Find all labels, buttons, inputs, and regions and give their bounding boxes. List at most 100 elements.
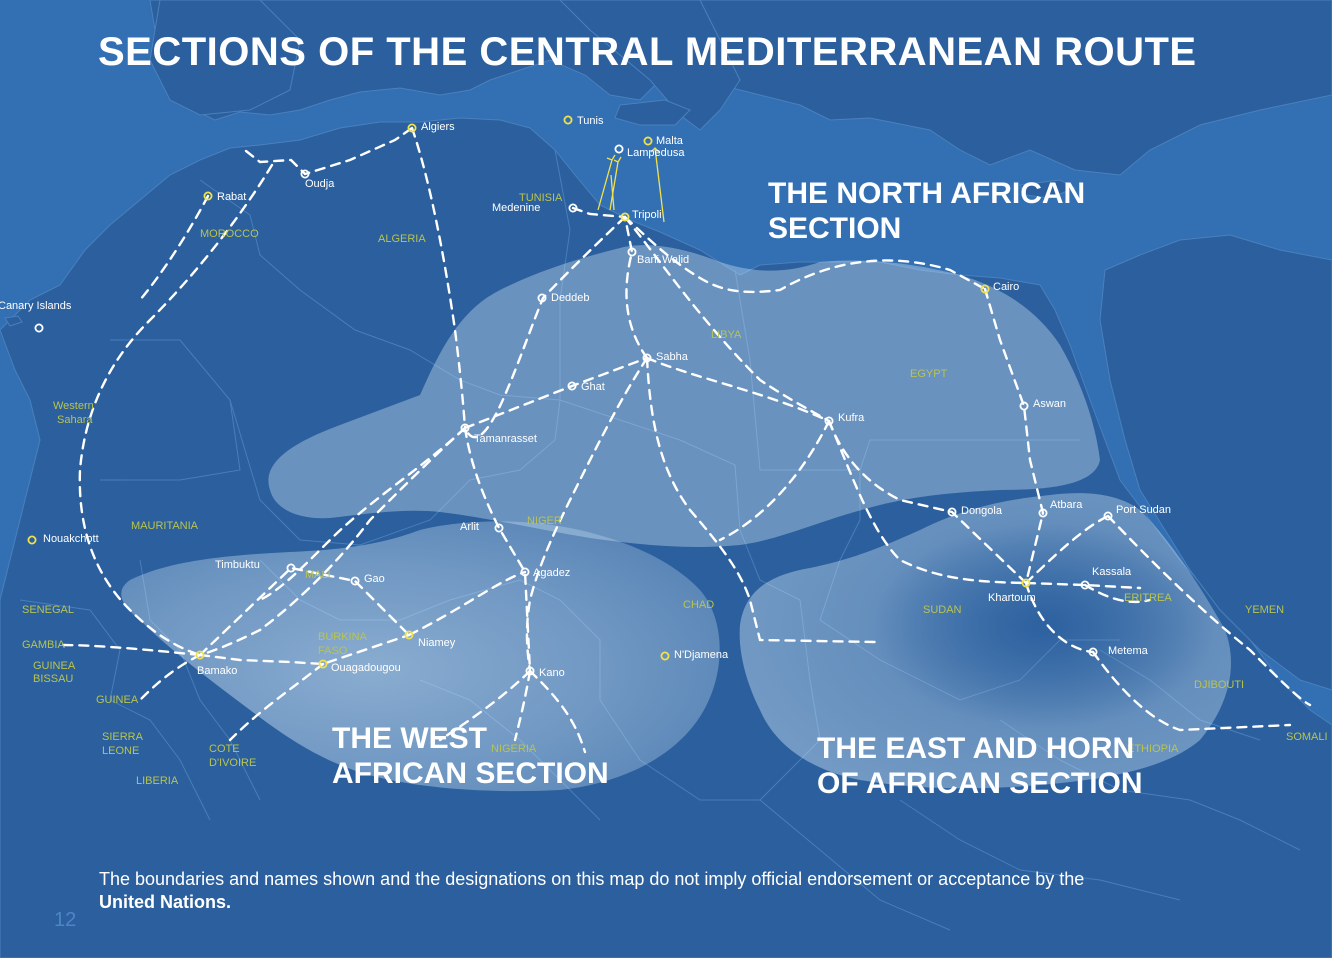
- north-african-section-label: THE NORTH AFRICAN SECTION: [768, 176, 1085, 246]
- city-bamako[interactable]: Bamako: [195, 650, 237, 677]
- city-label-rabat: Rabat: [217, 191, 246, 203]
- city-agadez[interactable]: Agadez: [520, 567, 570, 579]
- cities: Algiers Tunis Malta Lampedusa Tripoli Me…: [0, 115, 1171, 679]
- city-label-tamanrasset: Tamanrasset: [474, 433, 537, 445]
- city-khartoum[interactable]: Khartoum: [988, 578, 1036, 604]
- city-label-khartoum: Khartoum: [988, 592, 1036, 604]
- city-kano[interactable]: Kano: [525, 666, 565, 679]
- country-label-cote: COTE: [209, 743, 240, 755]
- city-ghat[interactable]: Ghat: [567, 381, 605, 393]
- city-label-bani-walid: Bani Walid: [637, 254, 689, 266]
- city-label-deddeb: Deddeb: [551, 292, 590, 304]
- city-label-malta: Malta: [656, 135, 684, 147]
- city-port-sudan[interactable]: Port Sudan: [1103, 504, 1171, 521]
- country-label-somali: SOMALI: [1286, 731, 1328, 743]
- city-tripoli[interactable]: Tripoli: [620, 209, 662, 222]
- city-label-tunis: Tunis: [577, 115, 604, 127]
- city-label-atbara: Atbara: [1050, 499, 1083, 511]
- city-bani-walid[interactable]: Bani Walid: [627, 247, 689, 266]
- city-lampedusa[interactable]: Lampedusa: [614, 144, 685, 159]
- city-gao[interactable]: Gao: [350, 573, 385, 586]
- city-tunis[interactable]: Tunis: [563, 115, 604, 127]
- city-label-ndjamena: N'Djamena: [674, 649, 729, 661]
- east-horn-section-label: THE EAST AND HORN OF AFRICAN SECTION: [817, 731, 1143, 801]
- city-aswan[interactable]: Aswan: [1019, 398, 1066, 411]
- city-nouakchott[interactable]: Nouakchott: [27, 533, 99, 545]
- map-disclaimer: The boundaries and names shown and the d…: [99, 868, 1209, 914]
- city-rabat[interactable]: Rabat: [203, 191, 246, 203]
- city-kassala[interactable]: Kassala: [1080, 566, 1132, 590]
- city-label-algiers: Algiers: [421, 121, 455, 133]
- europe-landmass: [149, 0, 1332, 176]
- east-section-line-2: OF AFRICAN SECTION: [817, 767, 1143, 800]
- country-label-senegal: SENEGAL: [22, 604, 74, 616]
- city-tamanrasset[interactable]: Tamanrasset: [460, 423, 537, 445]
- map-title: SECTIONS OF THE CENTRAL MEDITERRANEAN RO…: [98, 30, 1197, 74]
- city-label-gao: Gao: [364, 573, 385, 585]
- city-deddeb[interactable]: Deddeb: [537, 292, 590, 304]
- city-timbuktu[interactable]: Timbuktu: [215, 559, 296, 573]
- country-label-libya: LIBYA: [711, 329, 742, 341]
- country-label-egypt: EGYPT: [910, 368, 948, 380]
- city-label-kufra: Kufra: [838, 412, 865, 424]
- city-label-arlit: Arlit: [460, 521, 479, 533]
- page-number: 12: [54, 909, 77, 931]
- north-section-line-2: SECTION: [768, 212, 902, 245]
- country-label-yemen: YEMEN: [1245, 604, 1284, 616]
- city-label-timbuktu: Timbuktu: [215, 559, 260, 571]
- country-label-western: Western: [53, 400, 94, 412]
- city-ndjamena[interactable]: N'Djamena: [660, 649, 729, 661]
- city-algiers[interactable]: Algiers: [407, 121, 455, 133]
- city-label-medenine: Medenine: [492, 202, 540, 214]
- sea-crossing-arrows: [597, 147, 665, 223]
- country-label-nigeria: NIGERIA: [491, 743, 537, 755]
- country-label-burkina: BURKINA: [318, 631, 368, 643]
- country-label-tunisia: TUNISIA: [519, 192, 563, 204]
- city-atbara[interactable]: Atbara: [1038, 499, 1083, 518]
- city-dongola[interactable]: Dongola: [947, 505, 1003, 517]
- country-label-ethiopia: ETHIOPIA: [1127, 743, 1179, 755]
- country-label-djibouti: DJIBOUTI: [1194, 679, 1244, 691]
- canary-islands: [4, 315, 23, 327]
- sicily-landmass: [614, 99, 691, 126]
- country-label-algeria: ALGERIA: [378, 233, 426, 245]
- disclaimer-bold: United Nations.: [99, 892, 232, 912]
- city-medenine[interactable]: Medenine: [492, 202, 578, 214]
- city-kufra[interactable]: Kufra: [824, 412, 865, 426]
- country-labels: TUNISIA MOROCCO ALGERIA LIBYA EGYPT West…: [22, 192, 1328, 787]
- city-ouagadougou[interactable]: Ouagadougou: [318, 659, 401, 674]
- country-label-chad: CHAD: [683, 599, 714, 611]
- city-canary-islands[interactable]: Canary Islands: [0, 300, 72, 333]
- city-label-cairo: Cairo: [993, 281, 1019, 293]
- migration-routes: [58, 126, 1312, 754]
- city-label-metema: Metema: [1108, 645, 1149, 657]
- city-label-oudja: Oudja: [305, 178, 335, 190]
- city-niamey[interactable]: Niamey: [404, 630, 456, 649]
- city-label-canary-islands: Canary Islands: [0, 300, 72, 312]
- country-label-mali: MALI: [305, 569, 331, 581]
- city-malta[interactable]: Malta: [643, 135, 684, 147]
- city-label-tripoli: Tripoli: [632, 209, 662, 221]
- disclaimer-text: The boundaries and names shown and the d…: [99, 869, 1085, 889]
- country-label-sierra: SIERRA: [102, 731, 144, 743]
- city-metema[interactable]: Metema: [1088, 645, 1149, 657]
- country-label-divoire: D'IVOIRE: [209, 757, 256, 769]
- city-cairo[interactable]: Cairo: [980, 281, 1019, 294]
- country-label-sahara: Sahara: [57, 414, 93, 426]
- city-label-port-sudan: Port Sudan: [1116, 504, 1171, 516]
- city-sabha[interactable]: Sabha: [642, 351, 689, 363]
- cyprus: [1019, 179, 1077, 199]
- city-oudja[interactable]: Oudja: [300, 169, 335, 190]
- city-arlit[interactable]: Arlit: [460, 521, 504, 533]
- country-label-leone: LEONE: [102, 745, 139, 757]
- country-label-gambia: GAMBIA: [22, 639, 65, 651]
- country-label-liberia: LIBERIA: [136, 775, 179, 787]
- east-section-line-1: THE EAST AND HORN: [817, 732, 1135, 765]
- spain-landmass: [149, 0, 301, 116]
- city-label-agadez: Agadez: [533, 567, 570, 579]
- country-label-faso: FASO: [318, 645, 348, 657]
- country-label-guinea-bissau-2: BISSAU: [33, 673, 73, 685]
- city-label-niamey: Niamey: [418, 637, 456, 649]
